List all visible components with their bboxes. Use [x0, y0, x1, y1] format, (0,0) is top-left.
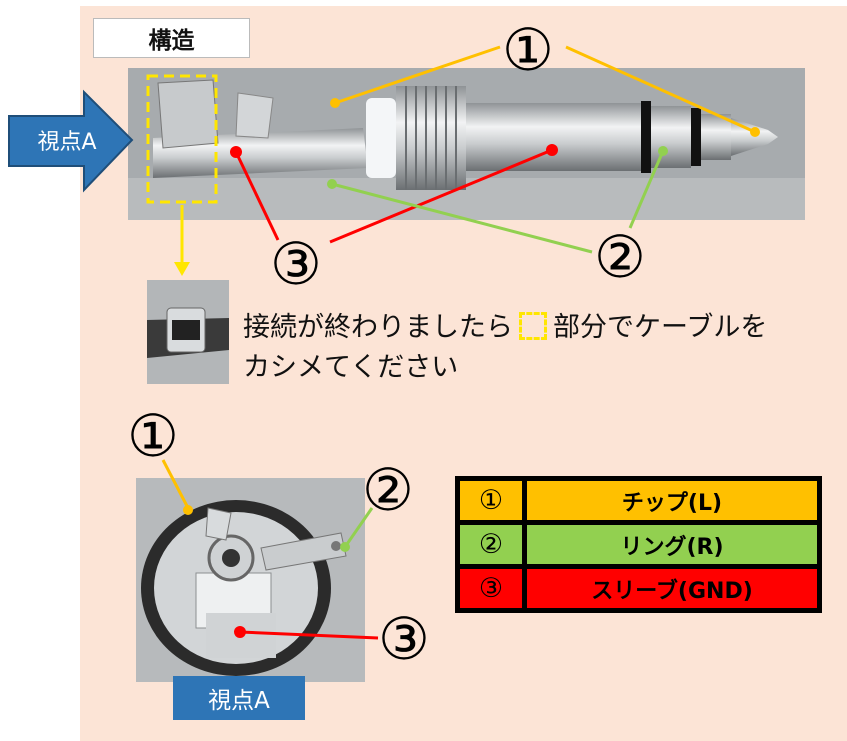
crimp-area-marker [519, 312, 547, 340]
viewpoint-arrow-label: 視点A [37, 130, 97, 155]
crimp-pointer-head [174, 262, 190, 276]
callout-sleeve-top: ③ [270, 230, 322, 298]
sleeve-leader-bottom [239, 630, 379, 640]
callout-ring-top: ② [594, 223, 646, 291]
ring-leader-right [628, 150, 665, 229]
viewpoint-a-label: 視点A [173, 676, 305, 720]
legend-name: チップ(L) [522, 476, 822, 525]
tip-dot-bottom [183, 505, 193, 515]
crimp-instruction: 接続が終わりましたら 部分でケーブルを カシメてください [243, 308, 843, 388]
legend-row-tip: ① チップ(L) [455, 476, 822, 525]
instruction-text-1: 接続が終わりましたら [243, 312, 513, 343]
sleeve-leader-right [329, 148, 553, 244]
sleeve-dot-left [230, 146, 242, 158]
viewpoint-a-photo [136, 478, 365, 682]
tip-leader-bottom [161, 459, 190, 509]
crimp-closeup-illustration [147, 280, 229, 384]
legend-row-ring: ② リング(R) [455, 520, 822, 569]
callout-ring-bottom: ② [362, 456, 414, 524]
terminal-legend: ① チップ(L) ② リング(R) ③ スリーブ(GND) [455, 476, 822, 613]
callout-sleeve-bottom: ③ [378, 605, 430, 673]
ring-dot-bottom [340, 542, 350, 552]
instruction-text-3: カシメてください [243, 352, 459, 383]
viewpoint-arrow [8, 89, 134, 193]
callout-tip-top: ① [502, 16, 554, 84]
sleeve-leader-left [234, 151, 280, 241]
tip-leader-right [565, 45, 756, 134]
legend-row-sleeve: ③ スリーブ(GND) [455, 564, 822, 613]
legend-num: ① [455, 476, 527, 525]
crimp-closeup-photo [147, 280, 229, 384]
ring-leader-left [331, 182, 593, 254]
section-title: 構造 [93, 18, 250, 58]
ring-dot-right [658, 146, 668, 156]
ring-dot-left [327, 179, 337, 189]
ring-leader-bottom [343, 507, 374, 548]
crimp-area-frame [146, 74, 218, 204]
legend-name: スリーブ(GND) [522, 564, 822, 613]
callout-tip-bottom: ① [127, 402, 179, 470]
instruction-text-2: 部分でケーブルを [553, 312, 768, 343]
tip-leader-left [334, 45, 501, 105]
sleeve-dot-bottom [234, 626, 246, 638]
tip-dot-left [330, 98, 340, 108]
legend-num: ③ [455, 564, 527, 613]
legend-name: リング(R) [522, 520, 822, 569]
tip-dot-right [750, 127, 760, 137]
viewpoint-a-illustration [136, 478, 365, 682]
legend-num: ② [455, 520, 527, 569]
sleeve-dot-right [546, 144, 558, 156]
